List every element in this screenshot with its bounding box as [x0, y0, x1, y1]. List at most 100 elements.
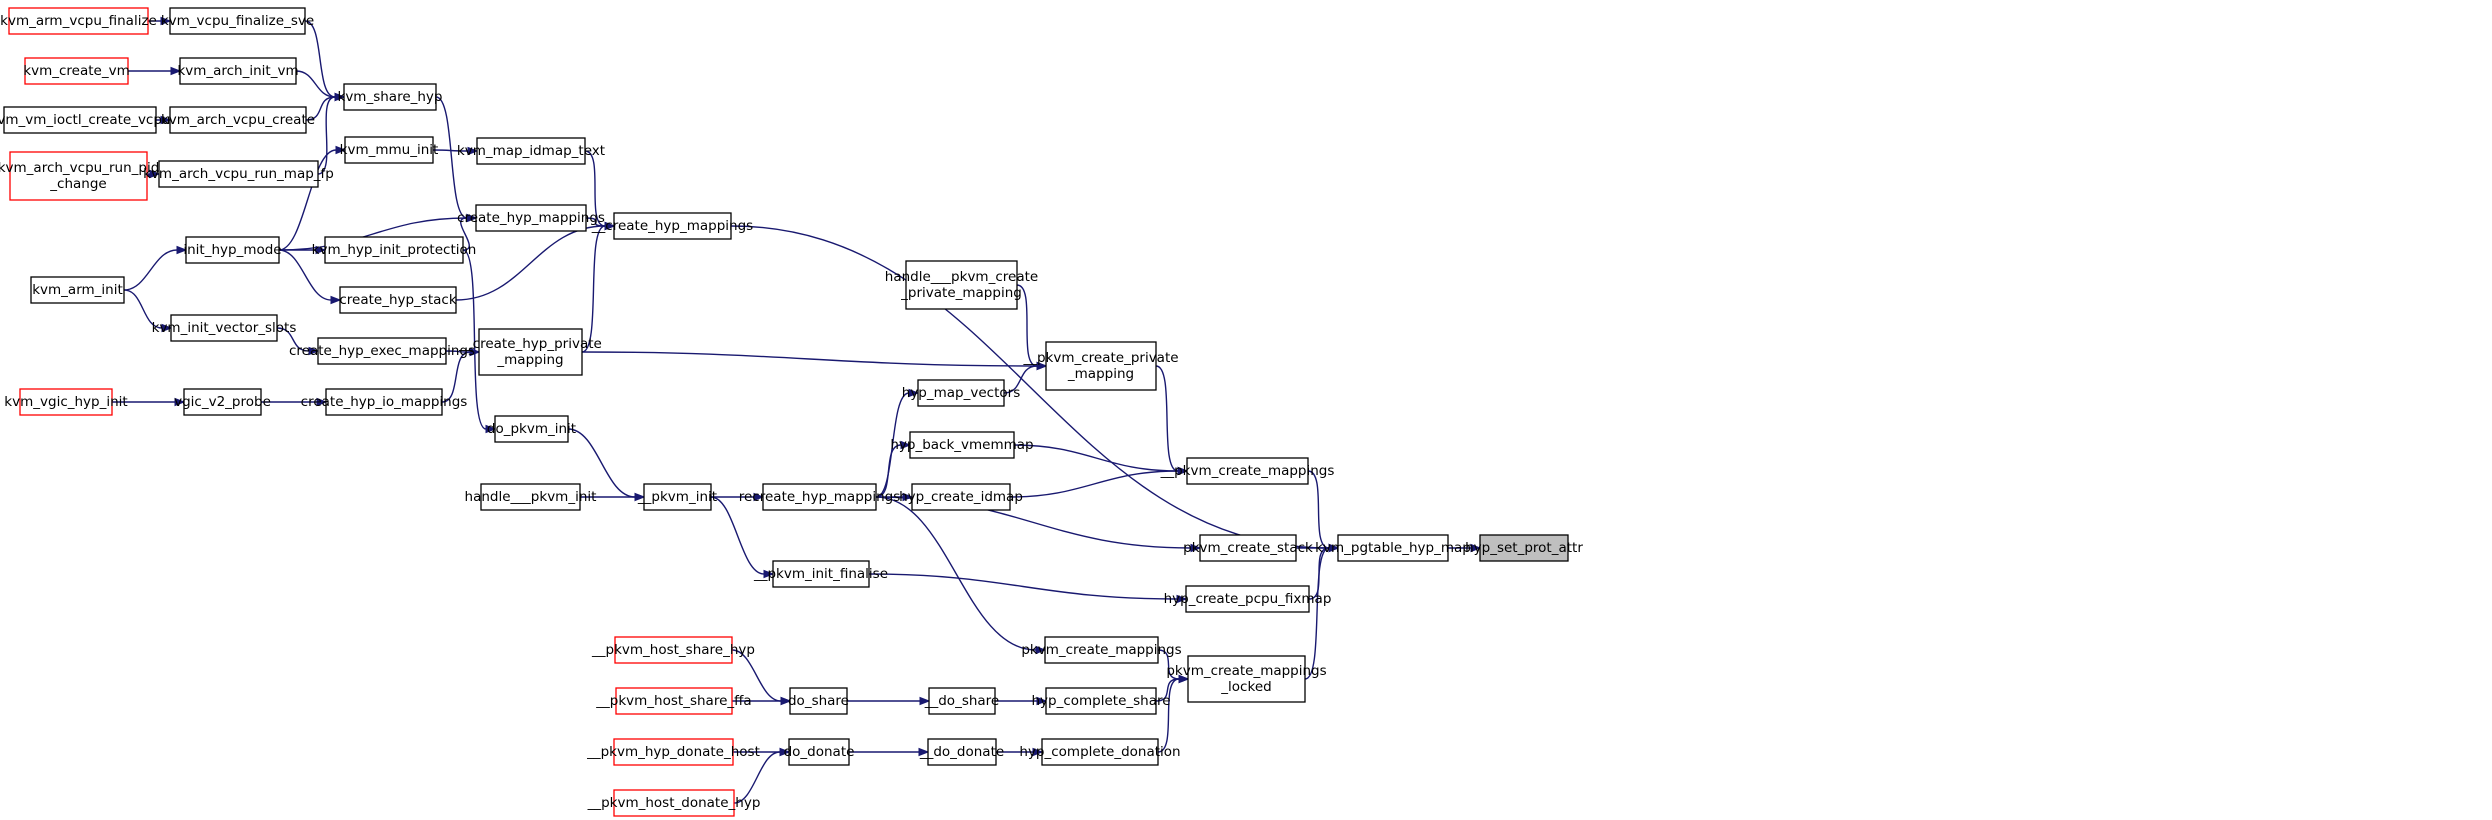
edge-kvm-arm-vcpu-finalize-to-kvm-vcpu-finalize-sve	[148, 16, 172, 26]
node-kvm-vgic-hyp-init[interactable]: kvm_vgic_hyp_init	[4, 388, 128, 416]
node-kvm-mmu-init[interactable]: kvm_mmu_init	[340, 136, 439, 164]
edge-kvm-pgtable-hyp-map-to-hyp-set-prot-attr	[1447, 543, 1482, 553]
node-handle-pkvm-init[interactable]: handle___pkvm_init	[465, 483, 597, 511]
node-create-hyp-private-mapping[interactable]: __create_hyp_private_mapping	[458, 328, 602, 376]
node-do-share[interactable]: do_share	[788, 687, 849, 715]
edge-hyp-complete-donation-to-pkvm-create-mappings-locked	[1157, 674, 1190, 753]
edge-do-share-to-hyp-complete-share	[995, 696, 1048, 706]
node-label: kvm_arch_vcpu_run_pid_change	[0, 160, 159, 192]
node-kvm-arch-vcpu-run-pid-change[interactable]: kvm_arch_vcpu_run_pid_change	[0, 151, 159, 201]
node-label: hyp_complete_share	[1031, 693, 1170, 709]
edge-pkvm-init-to-recreate-hyp-mappings	[711, 492, 765, 502]
edge-kvm-init-vector-slots-to-create-hyp-exec-mappings	[276, 327, 320, 356]
node-hyp-set-prot-attr[interactable]: hyp_set_prot_attr	[1465, 534, 1583, 562]
node-label: __create_hyp_private_mapping	[458, 336, 602, 368]
node-pkvm-create-mappings[interactable]: __pkvm_create_mappings	[1160, 457, 1335, 485]
node-label: kvm_arch_init_vm	[177, 63, 298, 79]
node-label: pkvm_create_stack	[1183, 540, 1313, 556]
node-recreate-hyp-mappings[interactable]: recreate_hyp_mappings	[739, 483, 901, 511]
node-hyp-create-pcpu-fixmap[interactable]: hyp_create_pcpu_fixmap	[1164, 585, 1332, 613]
edge-pkvm-create-private-mapping-to-pkvm-create-mappings	[1155, 365, 1189, 476]
edge-recreate-hyp-mappings-to-hyp-map-vectors	[875, 388, 920, 498]
node-vgic-v2-probe[interactable]: vgic_v2_probe	[174, 388, 271, 416]
node-label: init_hyp_mode	[183, 242, 281, 258]
edge-kvm-vm-ioctl-create-vcpu-to-kvm-arch-vcpu-create	[153, 115, 172, 125]
node-do-donate[interactable]: __do_donate	[919, 738, 1004, 766]
node-label: do_share	[788, 693, 849, 709]
node-hyp-map-vectors[interactable]: hyp_map_vectors	[902, 379, 1020, 407]
edge-pkvm-create-mappings-locked-to-kvm-pgtable-hyp-map	[1304, 543, 1340, 680]
node-do-share[interactable]: __do_share	[924, 687, 1000, 715]
node-pkvm-create-mappings[interactable]: pkvm_create_mappings	[1021, 636, 1182, 664]
node-label: handle___pkvm_create_private_mapping	[885, 269, 1038, 301]
node-pkvm-create-mappings-locked[interactable]: pkvm_create_mappings_locked	[1166, 655, 1327, 703]
node-label: kvm_pgtable_hyp_map	[1315, 540, 1471, 556]
edge-handle-pkvm-init-to-pkvm-init	[580, 492, 646, 502]
edge-pkvm-init-finalise-to-hyp-create-pcpu-fixmap	[868, 573, 1188, 604]
node-label: create_hyp_mappings	[457, 210, 605, 226]
node-kvm-arm-init[interactable]: kvm_arm_init	[30, 276, 125, 304]
edge-kvm-vgic-hyp-init-to-vgic-v2-probe	[112, 397, 186, 407]
node-label: hyp_back_vmemmap	[890, 437, 1033, 453]
edge-pkvm-host-share-ffa-to-do-share	[732, 696, 792, 706]
node-kvm-hyp-init-protection[interactable]: kvm_hyp_init_protection	[312, 236, 477, 264]
node-do-donate[interactable]: do_donate	[784, 738, 855, 766]
node-pkvm-create-stack[interactable]: pkvm_create_stack	[1183, 534, 1313, 562]
node-label: __pkvm_hyp_donate_host	[586, 744, 760, 760]
node-pkvm-hyp-donate-host[interactable]: __pkvm_hyp_donate_host	[586, 738, 760, 766]
node-hyp-complete-donation[interactable]: hyp_complete_donation	[1019, 738, 1181, 766]
node-create-hyp-io-mappings[interactable]: create_hyp_io_mappings	[301, 388, 468, 416]
node-label: kvm_map_idmap_text	[457, 143, 605, 159]
node-do-pkvm-init[interactable]: do_pkvm_init	[487, 415, 576, 443]
edge-kvm-hyp-init-protection-to-create-hyp-mappings	[460, 213, 478, 251]
node-label: kvm_arch_vcpu_run_map_fp	[143, 166, 334, 182]
node-label: __create_hyp_mappings	[591, 218, 753, 234]
edge-recreate-hyp-mappings-to-pkvm-create-mappings	[875, 496, 1047, 655]
node-handle-pkvm-create-private-mapping[interactable]: handle___pkvm_create_private_mapping	[885, 260, 1038, 310]
node-init-hyp-mode[interactable]: init_hyp_mode	[183, 236, 282, 264]
node-label: hyp_complete_donation	[1019, 744, 1180, 760]
node-kvm-create-vm[interactable]: kvm_create_vm	[23, 57, 130, 85]
node-hyp-create-idmap[interactable]: hyp_create_idmap	[899, 483, 1023, 511]
node-label: kvm_mmu_init	[340, 142, 439, 158]
node-kvm-vcpu-finalize-sve[interactable]: kvm_vcpu_finalize_sve	[161, 7, 314, 35]
node-kvm-arch-vcpu-run-map-fp[interactable]: kvm_arch_vcpu_run_map_fp	[143, 160, 334, 188]
node-create-hyp-mappings[interactable]: create_hyp_mappings	[457, 204, 605, 232]
node-label: vgic_v2_probe	[174, 394, 271, 410]
node-kvm-arm-vcpu-finalize[interactable]: kvm_arm_vcpu_finalize	[0, 7, 157, 35]
node-hyp-back-vmemmap[interactable]: hyp_back_vmemmap	[890, 431, 1034, 459]
node-pkvm-init-finalise[interactable]: __pkvm_init_finalise	[753, 560, 888, 588]
edge-kvm-arm-init-to-kvm-init-vector-slots	[123, 289, 173, 333]
node-label: __pkvm_init_finalise	[753, 566, 888, 582]
node-label: handle___pkvm_init	[465, 489, 597, 505]
node-create-hyp-mappings[interactable]: __create_hyp_mappings	[591, 212, 753, 240]
node-label: recreate_hyp_mappings	[739, 489, 901, 505]
node-label: do_pkvm_init	[487, 421, 576, 437]
node-kvm-init-vector-slots[interactable]: kvm_init_vector_slots	[152, 314, 297, 342]
node-create-hyp-exec-mappings[interactable]: create_hyp_exec_mappings	[289, 337, 475, 365]
node-label: __do_donate	[919, 744, 1004, 760]
node-kvm-arch-init-vm[interactable]: kvm_arch_init_vm	[177, 57, 299, 85]
node-pkvm-host-share-hyp[interactable]: __pkvm_host_share_hyp	[591, 636, 755, 664]
node-pkvm-host-share-ffa[interactable]: __pkvm_host_share_ffa	[595, 687, 752, 715]
edge-pkvm-init-to-pkvm-init-finalise	[710, 496, 775, 579]
edge-hyp-map-vectors-to-pkvm-create-private-mapping	[1003, 361, 1048, 394]
node-label: kvm_vm_ioctl_create_vcpu	[0, 112, 170, 128]
node-pkvm-init[interactable]: __pkvm_init	[637, 483, 717, 511]
node-kvm-vm-ioctl-create-vcpu[interactable]: kvm_vm_ioctl_create_vcpu	[0, 106, 170, 134]
edge-pkvm-host-donate-hyp-to-do-donate	[733, 747, 791, 804]
node-pkvm-create-private-mapping[interactable]: __pkvm_create_private_mapping	[1022, 341, 1179, 391]
node-kvm-map-idmap-text[interactable]: kvm_map_idmap_text	[457, 137, 605, 165]
node-pkvm-host-donate-hyp[interactable]: __pkvm_host_donate_hyp	[587, 789, 761, 817]
node-hyp-complete-share[interactable]: hyp_complete_share	[1031, 687, 1171, 715]
edge-create-hyp-private-mapping-to-pkvm-create-private-mapping	[581, 351, 1048, 371]
node-create-hyp-stack[interactable]: create_hyp_stack	[339, 286, 457, 314]
node-kvm-share-hyp[interactable]: kvm_share_hyp	[338, 83, 443, 111]
node-label: kvm_arm_vcpu_finalize	[0, 13, 157, 29]
edge-init-hyp-mode-to-create-hyp-stack	[278, 249, 342, 305]
node-label: kvm_share_hyp	[338, 89, 443, 105]
call-edges	[112, 16, 1482, 804]
node-kvm-arch-vcpu-create[interactable]: kvm_arch_vcpu_create	[161, 106, 315, 134]
node-label: hyp_create_pcpu_fixmap	[1164, 591, 1332, 607]
node-kvm-pgtable-hyp-map[interactable]: kvm_pgtable_hyp_map	[1315, 534, 1471, 562]
